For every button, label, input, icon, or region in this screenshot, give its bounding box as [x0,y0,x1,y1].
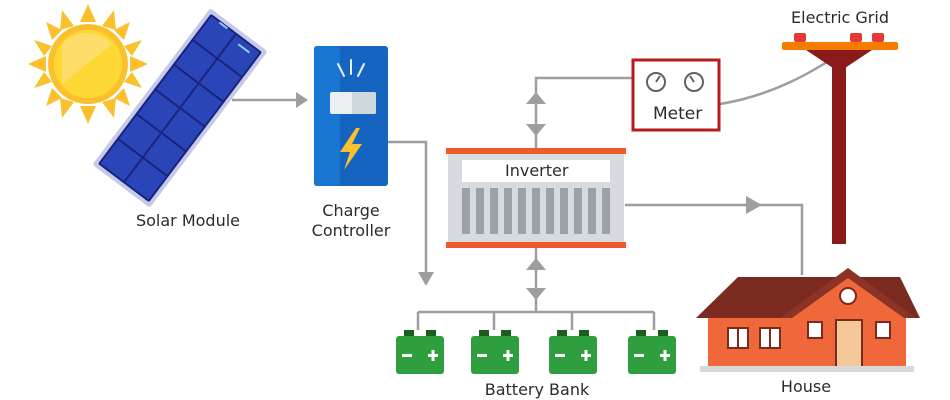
battery-icon [471,330,519,374]
arrow-up-to-meter [526,92,546,104]
inverter-label: Inverter [505,161,569,180]
battery-bank-icons [396,330,676,374]
arrow-to-controller [296,92,308,108]
house-icon [696,268,920,372]
battery-icon [549,330,597,374]
charge-controller-label-line1: Charge [322,201,380,220]
electric-grid-pole-icon [782,33,898,244]
solar-panel-icon [93,9,267,207]
sun-icon [28,4,148,124]
arrow-heads [296,92,762,300]
battery-bank-label: Battery Bank [484,380,590,399]
battery-icon [628,330,676,374]
meter-to-grid-line [719,53,839,106]
electric-grid-label: Electric Grid [791,8,889,27]
inverter-to-house-line [625,203,804,275]
solar-module-label: Solar Module [135,211,241,230]
inverter-to-meter-line [534,76,632,150]
meter-label: Meter [653,104,703,124]
charge-controller-label-line2: Controller [311,221,391,240]
inverter-icon [446,148,626,248]
battery-icon [396,330,444,374]
arrow-up-to-inverter [526,258,546,270]
arrow-down-from-meter [526,124,546,136]
arrow-down-to-battery-bank [526,288,546,300]
controller-to-battery-line [388,140,428,282]
meter-icon [631,58,721,132]
arrow-to-house [746,196,762,214]
house-label: House [780,377,832,396]
charge-controller-icon [314,46,388,186]
arrow-down-to-battery [418,272,434,286]
